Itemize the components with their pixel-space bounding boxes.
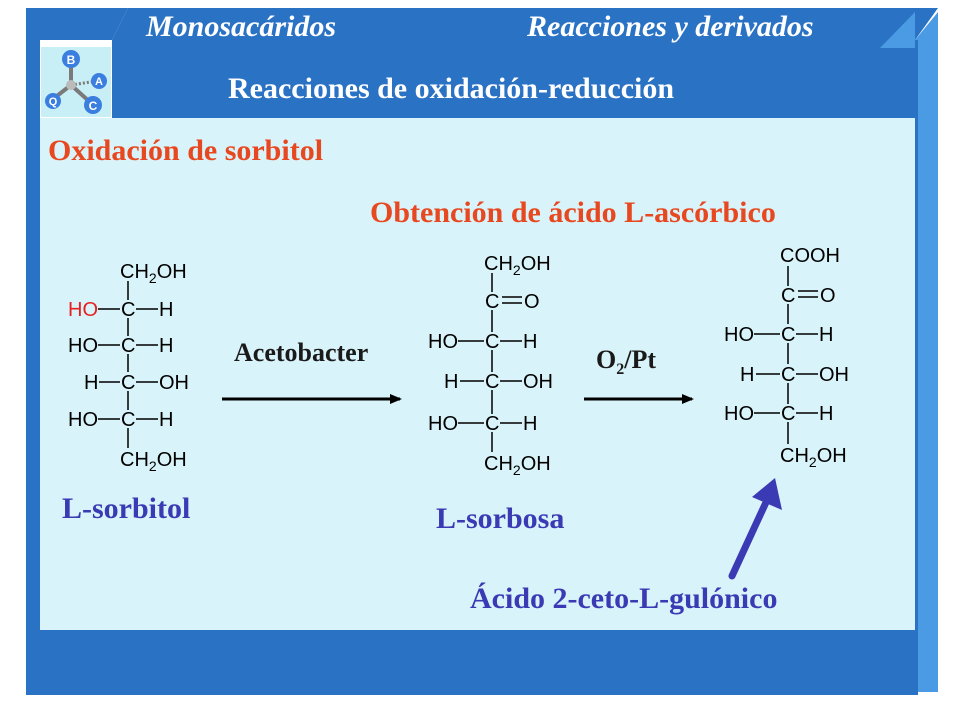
sorbitol-row3-c: C [121,372,135,394]
frame-left-column [26,40,40,695]
compound3-name: Ácido 2-ceto-L-gulónico [470,582,778,615]
sorbose-keto-c: C [485,291,499,313]
sorbose-keto-o: O [524,291,540,313]
sorbose-bottom-group: CH2OH [484,453,551,478]
sorbitol-bottom-group: CH2OH [120,449,187,474]
sorbose-row3-c: C [485,413,499,435]
step2-label-rest: /Pt [624,345,656,374]
frame-right-edge [915,12,938,692]
sorbose-row1-c: C [485,331,499,353]
sorbose-row2-left: H [444,371,458,393]
logo-letter-c: C [89,99,98,113]
ketogulonic-row1-left: HO [724,324,754,346]
sorbitol-row3-right: OH [159,372,189,394]
sorbitol-row4-left: HO [68,409,98,431]
sorbose-row3-left: HO [428,413,458,435]
ketogulonic-row2-right: OH [819,364,849,386]
sorbitol-row2-right: H [159,335,173,357]
sorbose-row2-right: OH [523,371,553,393]
sorbitol-row3-left: H [84,372,98,394]
sorbitol-row1-right: H [159,299,173,321]
ketogulonic-structure: COOH C O HO C H H C OH HO C H CH2OH [724,245,849,470]
header-left-title: Monosacáridos [146,10,337,43]
ketogulonic-bottom-group: CH2OH [780,445,847,470]
sorbitol-row2-left: HO [68,335,98,357]
pointer-arrow-shaft [728,494,772,580]
ketogulonic-row3-right: H [819,403,833,425]
ketogulonic-keto-o: O [820,285,836,307]
ketogulonic-row2-left: H [740,364,754,386]
logo-letter-q: Q [49,96,58,108]
step2-label: O2/Pt [596,345,656,379]
sorbose-row3-right: H [523,413,537,435]
sorbitol-row1-c: C [121,299,135,321]
logo: B Q A C [40,46,112,118]
ketogulonic-top-group: COOH [780,245,840,267]
sorbose-structure: CH2OH C O HO C H H C OH HO C H CH2OH [428,253,553,478]
ketogulonic-row1-c: C [781,324,795,346]
compound2-name: L-sorbosa [436,502,565,535]
sorbose-top-group: CH2OH [484,253,551,278]
section-title: Oxidación de sorbitol [48,134,324,167]
step2-label-sub: 2 [616,361,625,379]
frame-bottom-band [26,630,916,695]
ketogulonic-row3-c: C [781,403,795,425]
sorbitol-row4-c: C [121,409,135,431]
page-subtitle: Reacciones de oxidación-reducción [228,72,675,105]
sorbose-row1-right: H [523,331,537,353]
step1-label: Acetobacter [234,338,369,367]
subtitle-bevel [880,12,915,48]
sorbose-row2-c: C [485,371,499,393]
sorbitol-row4-right: H [159,409,173,431]
sorbitol-row2-c: C [121,335,135,357]
process-title: Obtención de ácido L-ascórbico [370,196,776,229]
header-right-title: Reacciones y derivados [527,10,814,43]
header-left-block [26,8,128,40]
logo-letter-a: A [95,76,103,88]
molecule-logo-icon: B Q A C [45,50,107,114]
ketogulonic-keto-c: C [781,285,795,307]
ketogulonic-row1-right: H [819,324,833,346]
sorbose-row1-left: HO [428,331,458,353]
ketogulonic-row2-c: C [781,364,795,386]
logo-letter-b: B [67,53,76,67]
pointer-arrow-head [752,478,782,510]
compound1-name: L-sorbitol [62,492,191,525]
sorbitol-row1-left: HO [68,299,98,321]
step2-label-base: O [596,345,617,374]
ketogulonic-row3-left: HO [724,403,754,425]
subtitle-band [112,40,915,118]
sorbitol-structure: CH2OH HO C H HO C H H C OH HO C H CH2OH [68,261,189,474]
frame-right-inner [915,40,918,695]
header-band [112,8,938,40]
sorbitol-top-group: CH2OH [120,261,187,286]
